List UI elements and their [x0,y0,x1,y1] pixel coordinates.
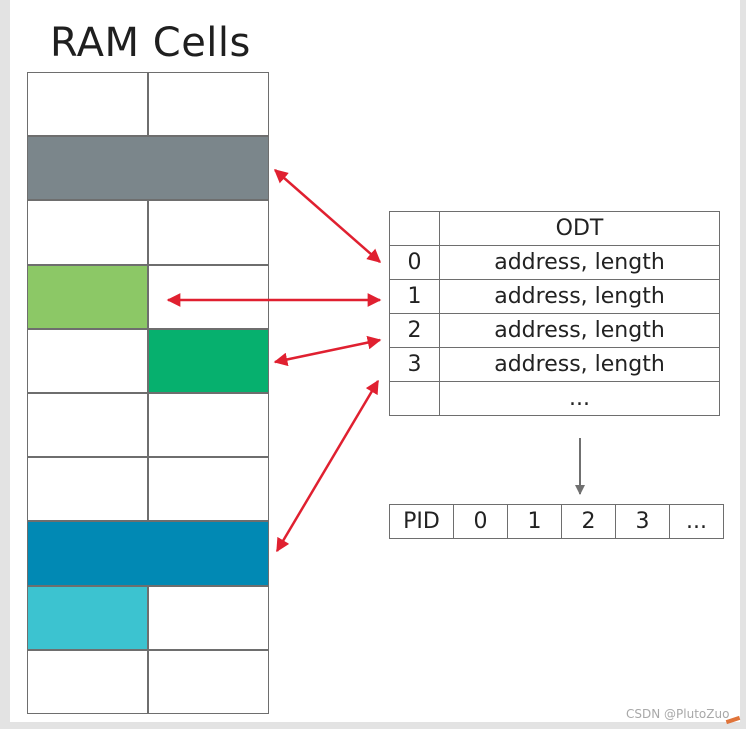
odt-row-value: address, length [439,347,720,382]
ram-cell-right [148,586,269,650]
odt-row-index: 0 [389,245,440,280]
ram-cells-grid [27,72,269,714]
diagram-title: RAM Cells [50,20,251,66]
ram-cell-left [27,586,148,650]
window-frame-right [740,0,746,729]
ram-cell-left [27,72,148,136]
ram-cell-right [148,200,269,265]
ram-cell-right [148,650,269,714]
odt-row-index [389,381,440,416]
odt-row: 1 address, length [389,279,720,314]
pid-cell: ... [669,504,724,539]
ram-cell-left [27,457,148,521]
window-frame-bottom [0,722,746,729]
ram-cell-left [27,329,148,393]
ram-cell-right [148,393,269,457]
odt-row-index: 1 [389,279,440,314]
watermark: CSDN @PlutoZuo [626,707,730,721]
pid-row: PID 0 1 2 3 ... [389,504,724,539]
ram-cell-left [27,650,148,714]
odt-row-value: address, length [439,279,720,314]
ram-cell-merged [27,521,269,586]
ram-cell-right [148,329,269,393]
mapping-arrow-2 [273,335,382,367]
window-frame-left [0,0,10,729]
ram-cell-merged [27,136,269,200]
odt-table: ODT 0 address, length 1 address, length … [389,211,720,416]
odt-row: 3 address, length [389,347,720,382]
pid-table: PID 0 1 2 3 ... [389,504,724,539]
mapping-arrow-0 [273,169,382,263]
odt-row: ... [389,381,720,416]
pid-cell: 0 [453,504,508,539]
ram-cell-right [148,457,269,521]
odt-header-row: ODT [389,211,720,246]
odt-header-cell: ODT [439,211,720,246]
mapping-arrow-3 [275,379,380,553]
ram-cell-left [27,265,148,329]
pid-cell: 1 [507,504,562,539]
odt-row-value: ... [439,381,720,416]
ram-cell-left [27,200,148,265]
pid-header-cell: PID [389,504,454,539]
ram-cell-right [148,72,269,136]
ram-cell-left [27,393,148,457]
odt-row: 2 address, length [389,313,720,348]
pid-cell: 3 [615,504,670,539]
odt-row-value: address, length [439,313,720,348]
pid-cell: 2 [561,504,616,539]
